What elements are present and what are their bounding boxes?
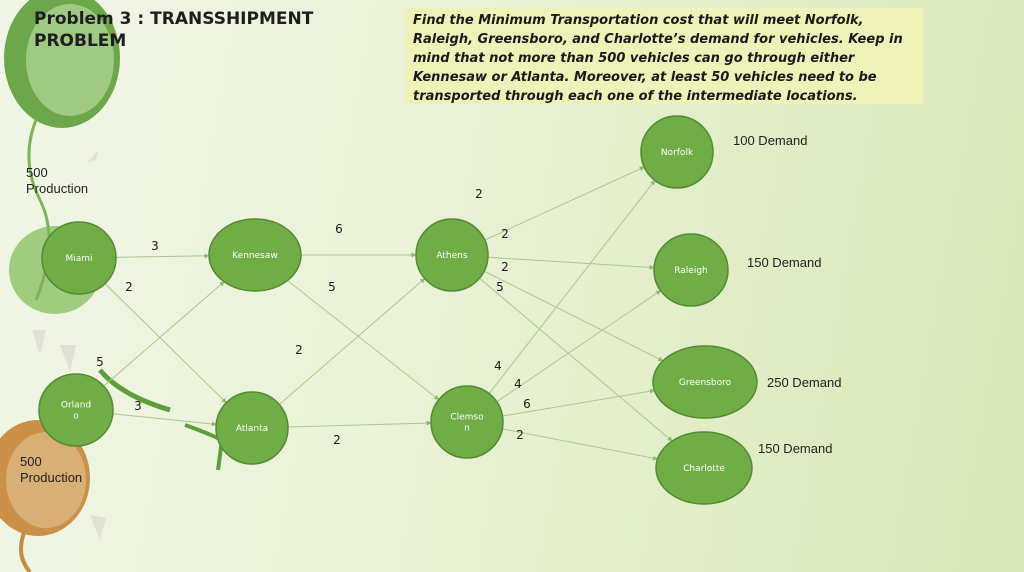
cost-label-athens-norfolk: 2 <box>475 187 483 201</box>
edge-atlanta-clemson <box>287 420 432 428</box>
slide-title: Problem 3 : TRANSSHIPMENT PROBLEM <box>34 8 313 52</box>
raleigh-demand-label: 150 Demand <box>747 255 822 270</box>
node-circle-charlotte <box>655 431 753 505</box>
edge-kennesaw-clemson <box>287 280 440 401</box>
edge-clemson-greensboro <box>502 388 655 417</box>
node-charlotte: Charlotte <box>655 431 753 505</box>
cost-label-kennesaw-clemson: 5 <box>328 280 336 294</box>
edge-atlanta-athens <box>278 278 426 405</box>
node-kennesaw: Kennesaw <box>208 218 302 292</box>
cost-label-atlanta-athens: 2 <box>295 343 303 357</box>
supply-value: 500 <box>20 454 42 469</box>
node-circle-greensboro <box>652 345 758 419</box>
cost-label-miami-atlanta: 2 <box>125 280 133 294</box>
edge-miami-atlanta <box>104 283 227 404</box>
charlotte-demand-label: 150 Demand <box>758 441 833 456</box>
node-circle-athens <box>415 218 489 292</box>
cost-label-clemson-charlotte: 2 <box>516 428 524 442</box>
node-label-orlando: Orland <box>61 401 91 411</box>
edge-athens-raleigh <box>487 256 655 270</box>
balloon-green-inner-icon <box>26 4 114 116</box>
node-circle-atlanta <box>215 391 289 465</box>
norfolk-demand-label: 100 Demand <box>733 133 808 148</box>
edge-athens-norfolk <box>484 166 645 241</box>
node-circle-miami <box>41 221 117 295</box>
cost-label-clemson-norfolk: 4 <box>494 359 502 373</box>
node-label-orlando: o <box>73 412 79 422</box>
node-athens: Athens <box>415 218 489 292</box>
node-circle-raleigh <box>653 233 729 307</box>
balloon-string-icon <box>98 368 171 413</box>
cost-label-miami-kennesaw: 3 <box>151 239 159 253</box>
cost-label-athens-charlotte: 5 <box>496 280 504 294</box>
node-label-miami: Miami <box>65 254 92 264</box>
node-circle-orlando <box>38 373 114 447</box>
supply-value: 500 <box>26 165 48 180</box>
cost-label-orlando-kennesaw: 5 <box>96 355 104 369</box>
cost-label-athens-greensboro: 2 <box>501 260 509 274</box>
node-circle-clemson <box>430 385 504 459</box>
node-label-charlotte: Charlotte <box>683 464 725 474</box>
node-norfolk: Norfolk <box>640 115 714 189</box>
node-raleigh: Raleigh <box>653 233 729 307</box>
node-greensboro: Greensboro <box>652 345 758 419</box>
edge-athens-greensboro <box>483 270 664 362</box>
problem-statement-box: Find the Minimum Transportation cost tha… <box>405 8 923 104</box>
edge-clemson-raleigh <box>496 290 662 403</box>
cost-label-kennesaw-athens: 6 <box>335 222 343 236</box>
node-label-athens: Athens <box>436 251 467 261</box>
orlando-supply-label: 500 Production <box>20 454 82 486</box>
supply-text: Production <box>26 181 89 196</box>
edge-clemson-norfolk <box>488 180 656 394</box>
balloon-string-icon <box>19 529 32 572</box>
node-circle-kennesaw <box>208 218 302 292</box>
problem-statement-text: Find the Minimum Transportation cost tha… <box>413 13 903 104</box>
edge-orlando-kennesaw <box>103 281 225 387</box>
cost-label-athens-raleigh: 2 <box>501 227 509 241</box>
title-line-2: PROBLEM <box>34 31 127 51</box>
node-label-norfolk: Norfolk <box>661 148 694 158</box>
cost-label-orlando-atlanta: 3 <box>134 399 142 413</box>
balloon-tan-icon <box>6 432 86 528</box>
node-atlanta: Atlanta <box>215 391 289 465</box>
node-label-clemson: Clemso <box>450 413 484 423</box>
node-label-greensboro: Greensboro <box>679 378 732 388</box>
miami-supply-label: 500 Production <box>26 165 88 197</box>
title-line-1: Problem 3 : TRANSSHIPMENT <box>34 9 314 29</box>
cost-label-atlanta-clemson: 2 <box>333 433 341 447</box>
node-miami: Miami <box>41 221 117 295</box>
node-label-clemson: n <box>464 424 470 434</box>
edge-athens-charlotte <box>479 277 673 442</box>
greensboro-demand-label: 250 Demand <box>767 375 842 390</box>
edges <box>103 166 673 461</box>
node-label-kennesaw: Kennesaw <box>232 251 278 261</box>
node-label-raleigh: Raleigh <box>674 266 708 276</box>
edge-miami-kennesaw <box>115 253 210 259</box>
cost-label-clemson-greensboro: 6 <box>523 397 531 411</box>
cost-label-clemson-raleigh: 4 <box>514 377 522 391</box>
supply-text: Production <box>20 470 83 485</box>
node-circle-norfolk <box>640 115 714 189</box>
edge-orlando-atlanta <box>112 413 217 427</box>
edge-clemson-charlotte <box>502 428 659 461</box>
node-label-atlanta: Atlanta <box>236 424 268 434</box>
